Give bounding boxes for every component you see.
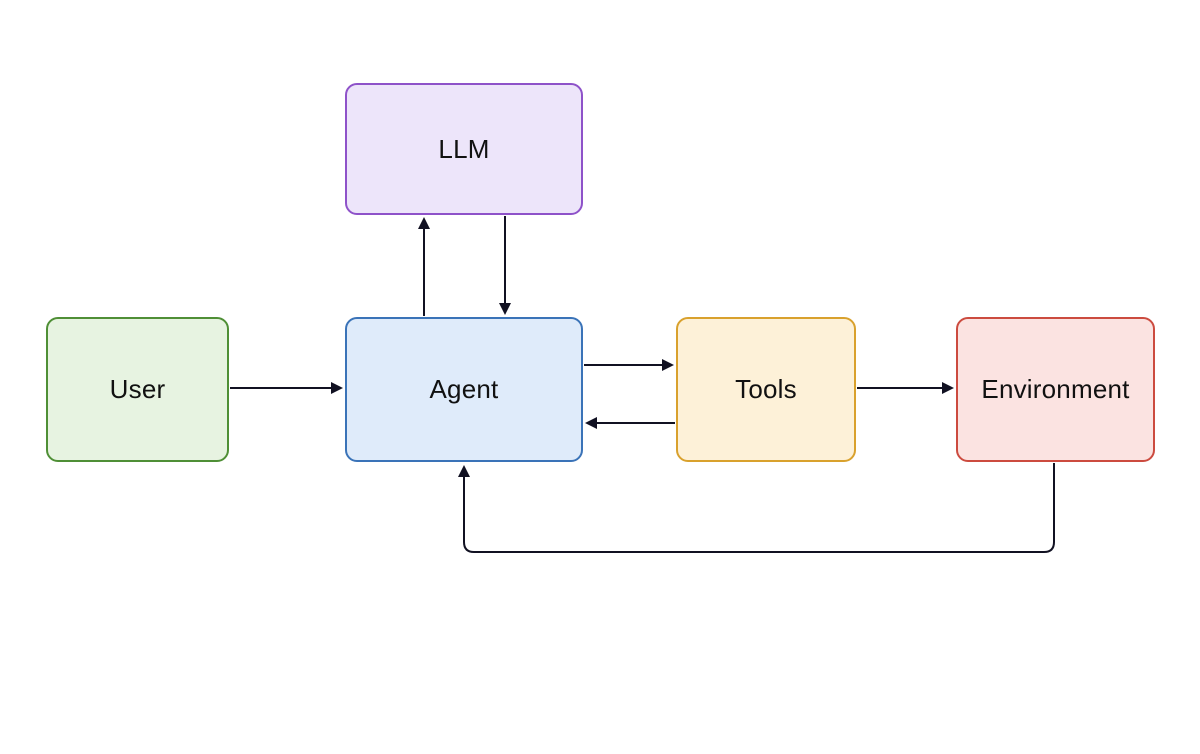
- user-node-label: User: [109, 374, 166, 404]
- environment-node-label: Environment: [981, 374, 1130, 404]
- edge-environment-to-agent: [458, 463, 1055, 553]
- tools-node: Tools: [676, 317, 856, 462]
- user-node: User: [46, 317, 229, 462]
- tools-node-label: Tools: [735, 374, 797, 404]
- agent-node-label: Agent: [429, 374, 499, 404]
- llm-node-label: LLM: [438, 133, 490, 164]
- environment-node: Environment: [956, 317, 1155, 462]
- llm-node: LLM: [345, 83, 583, 215]
- agent-node: Agent: [345, 317, 583, 462]
